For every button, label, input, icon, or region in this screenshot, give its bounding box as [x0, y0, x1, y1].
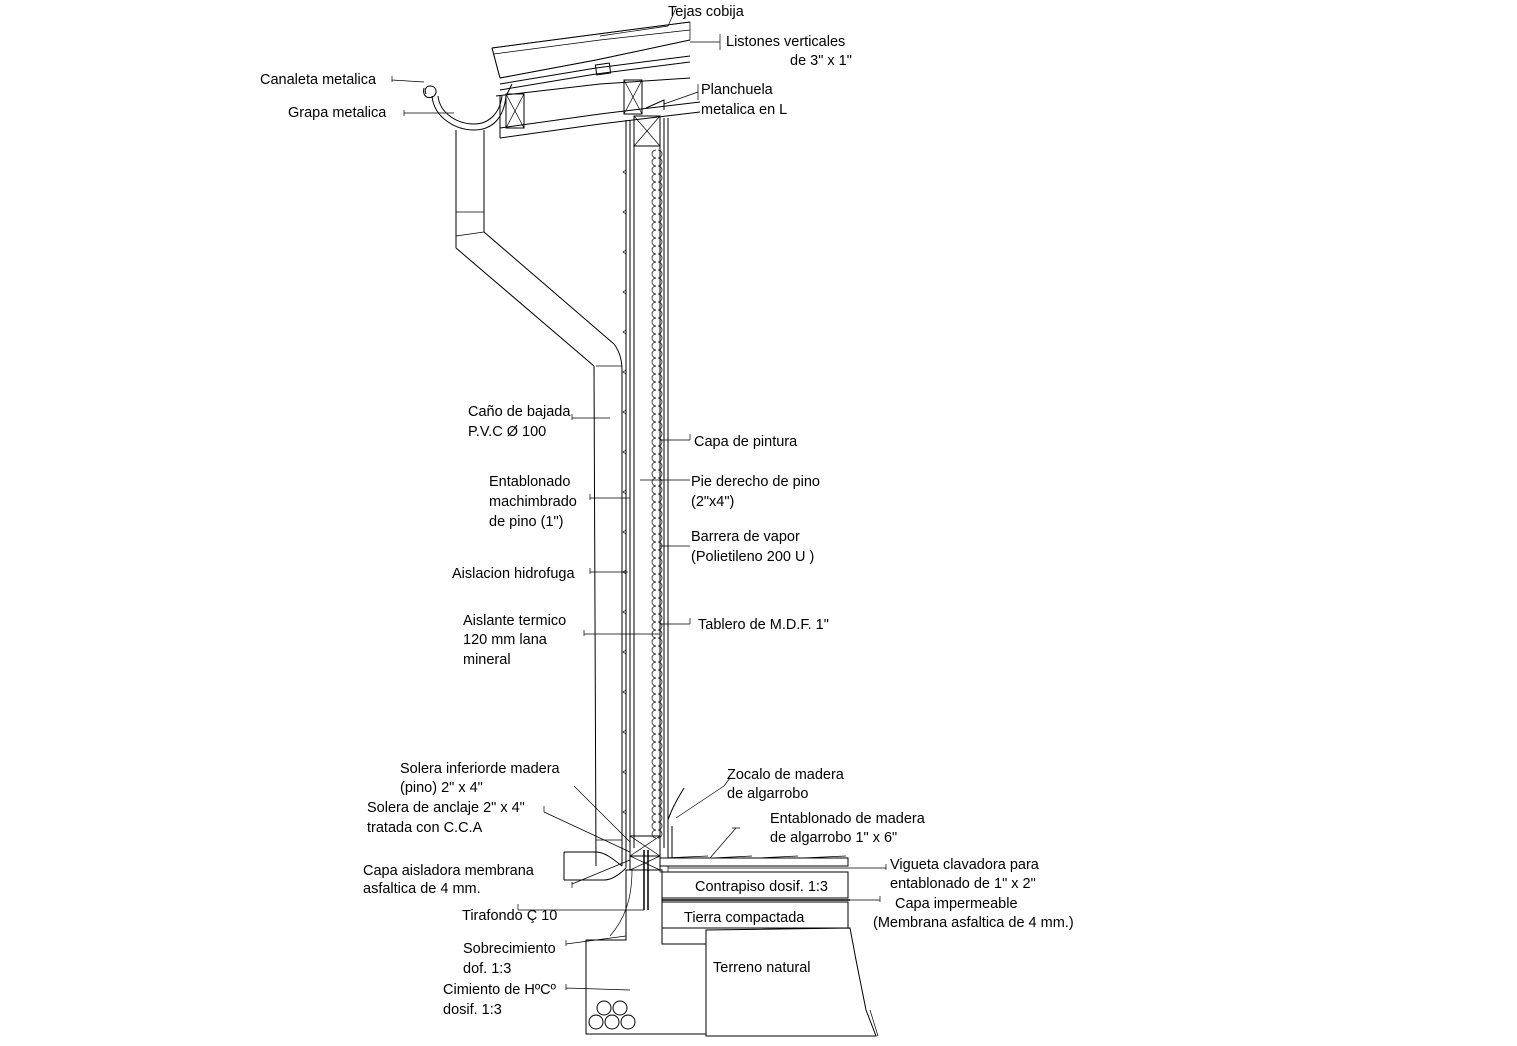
label-tablero: Tablero de M.D.F. 1" — [698, 617, 829, 633]
label-capa-ais-1: Capa aisladora membrana — [363, 863, 535, 879]
floor-boards — [659, 855, 849, 873]
label-pie-1: Pie derecho de pino — [691, 474, 820, 490]
nail-mark — [622, 409, 627, 415]
label-planchuela-1: Planchuela — [701, 82, 774, 98]
roof-rafter — [495, 77, 701, 139]
nail-mark — [622, 529, 627, 535]
foundation — [585, 869, 707, 1035]
label-entablonado-1: Entablonado — [489, 474, 570, 490]
label-termico-3: mineral — [463, 652, 511, 668]
nail-mark — [622, 329, 627, 335]
nail-mark — [622, 769, 627, 775]
nail-mark — [622, 449, 627, 455]
label-tejas: Tejas cobija — [668, 4, 745, 20]
label-grapa: Grapa metalica — [288, 105, 387, 121]
label-cimiento-1: Cimiento de HºCº — [443, 982, 557, 998]
roof-tiles — [491, 21, 691, 79]
nail-mark — [622, 729, 627, 735]
label-cano-2: P.V.C Ø 100 — [468, 424, 546, 440]
label-capa-ais-2: asfaltica de 4 mm. — [363, 881, 481, 897]
leader-lines — [391, 7, 887, 1037]
label-entab-alg-1: Entablonado de madera — [770, 811, 926, 827]
label-termico-2: 120 mm lana — [463, 632, 548, 648]
label-terreno: Terreno natural — [713, 960, 811, 976]
label-contrapiso: Contrapiso dosif. 1:3 — [695, 879, 828, 895]
label-solera-inf-1: Solera inferiorde madera — [400, 761, 561, 777]
label-vigueta-2: entablonado de 1" x 2" — [890, 876, 1036, 892]
label-listones-1: Listones verticales — [726, 34, 845, 50]
label-impermeable-2: (Membrana asfaltica de 4 mm.) — [873, 915, 1074, 931]
nail-mark — [622, 249, 627, 255]
label-entablonado-3: de pino (1") — [489, 514, 563, 530]
label-barrera-1: Barrera de vapor — [691, 529, 800, 545]
roof-battens — [499, 55, 691, 91]
label-zocalo-2: de algarrobo — [727, 786, 808, 802]
label-vigueta-1: Vigueta clavadora para — [890, 857, 1040, 873]
nail-mark — [622, 369, 627, 375]
label-solera-anc-1: Solera de anclaje 2" x 4" — [367, 800, 525, 816]
label-entab-alg-2: de algarrobo 1" x 6" — [770, 830, 897, 846]
nail-mark — [622, 689, 627, 695]
label-canaleta: Canaleta metalica — [260, 72, 377, 88]
nail-mark — [622, 649, 627, 655]
nail-mark — [622, 489, 627, 495]
pvc-downspout — [455, 130, 623, 867]
label-sobrecimiento-2: dof. 1:3 — [463, 961, 511, 977]
label-aislacion: Aislacion hidrofuga — [452, 566, 575, 582]
nail-mark — [622, 809, 627, 815]
label-solera-anc-2: tratada con C.C.A — [367, 820, 483, 836]
label-solera-inf-2: (pino) 2" x 4" — [400, 780, 483, 796]
label-pie-2: (2"x4") — [691, 494, 734, 510]
terreno-natural — [705, 927, 877, 1037]
label-planchuela-2: metalica en L — [701, 102, 787, 118]
wall-assembly — [622, 115, 669, 868]
metal-gutter — [423, 83, 513, 131]
label-pintura: Capa de pintura — [694, 434, 798, 450]
label-tirafondo: Tirafondo Ç 10 — [462, 908, 557, 924]
label-tierra: Tierra compactada — [684, 910, 805, 926]
label-cano-1: Caño de bajada — [468, 404, 571, 420]
nail-mark — [622, 609, 627, 615]
nail-mark — [622, 289, 627, 295]
baseboard — [667, 787, 685, 858]
nail-mark — [622, 209, 627, 215]
label-sobrecimiento-1: Sobrecimiento — [463, 941, 556, 957]
label-barrera-2: (Polietileno 200 U ) — [691, 549, 814, 565]
downspout-elbow — [563, 851, 627, 881]
label-zocalo-1: Zocalo de madera — [727, 767, 845, 783]
label-cimiento-2: dosif. 1:3 — [443, 1002, 502, 1018]
nail-mark — [622, 169, 627, 175]
label-entablonado-2: machimbrado — [489, 494, 577, 510]
label-termico-1: Aislante termico — [463, 613, 566, 629]
bottom-plates — [629, 835, 661, 910]
label-impermeable-1: Capa impermeable — [895, 896, 1018, 912]
labels: Tejas cobija Listones verticales de 3" x… — [260, 4, 1074, 1018]
label-listones-2: de 3" x 1" — [790, 53, 852, 69]
